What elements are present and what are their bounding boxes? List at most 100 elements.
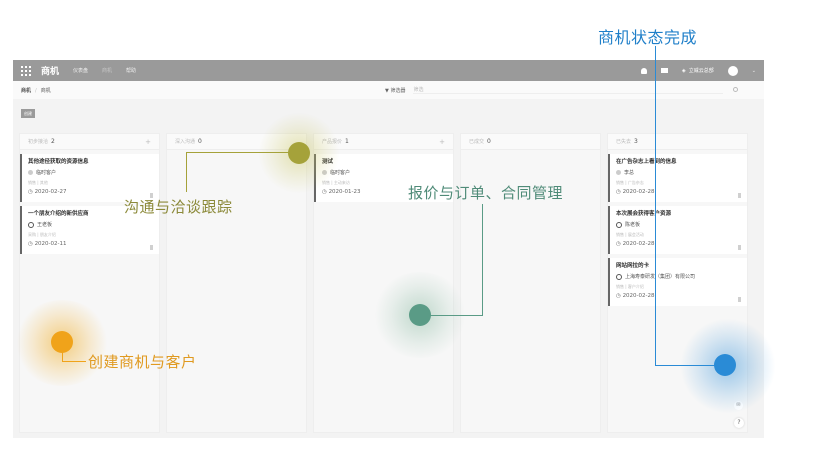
- column-header: 已失去 3: [608, 134, 747, 150]
- card-title: 一个朋友介绍的新供应商: [28, 211, 89, 217]
- column-deep-communication: 深入沟通 0: [166, 133, 307, 433]
- card-customer: 上海寿泰研发（集团）有限公司: [616, 273, 741, 280]
- breadcrumb-current: 商机: [40, 87, 51, 94]
- customer-name: 临时客户: [36, 170, 57, 176]
- card-title: 本次展会获得客户资源: [616, 211, 672, 217]
- column-count: 3: [634, 138, 638, 145]
- opportunity-card[interactable]: 本次展会获得客户资源 陈老板 销售 | 展会活动 2020-02-28: [608, 206, 747, 254]
- olive-connector-v: [186, 152, 187, 192]
- card-date: 2020-02-28: [616, 189, 741, 195]
- avatar[interactable]: [727, 65, 738, 76]
- quotation-callout: 报价与订单、合同管理: [408, 184, 564, 202]
- column-quotation: 产品报价 1 + 测试 临时客户 销售 | 主动来访 2020-01-23: [313, 133, 454, 433]
- breadcrumb-root[interactable]: 商机: [21, 87, 32, 94]
- customer-name: 李总: [624, 170, 635, 176]
- column-header: 初步接洽 2 +: [20, 134, 159, 150]
- card-date: 2020-02-27: [28, 189, 153, 195]
- card-customer: 临时客户: [28, 169, 153, 176]
- priority-flag-icon[interactable]: [150, 245, 153, 250]
- app-brand: 商机: [41, 67, 60, 77]
- mail-icon[interactable]: [660, 68, 668, 73]
- opportunity-card[interactable]: 其他途径获取的资源信息 临时客户 销售 | 其他 2020-02-27: [20, 154, 159, 202]
- blue-connector-h: [655, 365, 715, 366]
- priority-flag-icon[interactable]: [150, 193, 153, 198]
- card-date: 2020-02-28: [616, 241, 741, 247]
- tab-dashboard[interactable]: 仪表盘: [73, 68, 89, 74]
- tab-help[interactable]: 帮助: [126, 68, 137, 74]
- breadcrumb: 商机/商机: [21, 87, 51, 94]
- olive-connector-h: [186, 152, 290, 153]
- help-button[interactable]: ?: [734, 418, 744, 428]
- add-card-button[interactable]: +: [145, 137, 151, 146]
- control-bar: 商机/商机 ▼ 筛选器 筛选: [13, 81, 764, 99]
- column-name: 已失去: [616, 139, 632, 145]
- card-tags: 销售 | 客户介绍: [616, 284, 644, 289]
- organization-icon: [28, 221, 34, 228]
- card-customer: 陈老板: [616, 221, 741, 228]
- priority-flag-icon[interactable]: [738, 297, 741, 302]
- filter-label: 筛选器: [390, 87, 406, 94]
- apps-grid-icon[interactable]: [21, 65, 31, 76]
- breadcrumb-sep: /: [35, 87, 37, 94]
- card-title: 测试: [322, 159, 334, 165]
- create-callout: 创建商机与客户: [88, 353, 197, 371]
- card-tags: 销售 | 其他: [28, 180, 48, 185]
- blue-connector-v: [655, 46, 656, 365]
- filter-input[interactable]: 筛选: [413, 86, 724, 94]
- create-button[interactable]: 创建: [21, 109, 35, 118]
- opportunity-card[interactable]: 测试 临时客户 销售 | 主动来访 2020-01-23: [314, 154, 453, 202]
- priority-flag-icon[interactable]: [738, 193, 741, 198]
- card-title: 网站网拉的卡: [616, 263, 650, 269]
- column-header: 已成交 0: [461, 134, 600, 150]
- customer-name: 王老板: [37, 222, 53, 228]
- company-switcher[interactable]: ◈ 立威云总部: [682, 67, 714, 75]
- organization-icon: [616, 221, 622, 228]
- nav-right: ◈ 立威云总部 ⌄: [640, 65, 756, 76]
- tab-opportunities[interactable]: 商机: [102, 68, 113, 74]
- top-nav-bar: 商机 仪表盘 商机 帮助 ◈ 立威云总部 ⌄: [13, 60, 764, 81]
- chevron-down-icon[interactable]: ⌄: [751, 67, 756, 74]
- card-tags: 销售 | 广告杂志: [616, 180, 644, 185]
- opportunity-card[interactable]: 一个朋友介绍的新供应商 王老板 采购 | 朋友介绍 2020-02-11: [20, 206, 159, 254]
- column-header: 产品报价 1 +: [314, 134, 453, 150]
- person-icon: [28, 170, 33, 175]
- filter-button[interactable]: ▼ 筛选器: [385, 87, 406, 94]
- search-icon[interactable]: [733, 87, 738, 92]
- green-connector-h: [426, 315, 483, 316]
- card-date: 2020-02-11: [28, 241, 153, 247]
- column-count: 2: [51, 138, 55, 145]
- priority-flag-icon[interactable]: [738, 245, 741, 250]
- customer-name: 上海寿泰研发（集团）有限公司: [625, 274, 696, 280]
- column-initial-contact: 初步接洽 2 + 其他途径获取的资源信息 临时客户 销售 | 其他 2020-0…: [19, 133, 160, 433]
- column-name: 初步接洽: [28, 139, 49, 145]
- card-tags: 销售 | 展会活动: [616, 232, 644, 237]
- card-customer: 李总: [616, 169, 741, 176]
- card-title: 在广告杂志上看到的信息: [616, 159, 677, 165]
- column-count: 0: [198, 138, 202, 145]
- kanban-board: 初步接洽 2 + 其他途径获取的资源信息 临时客户 销售 | 其他 2020-0…: [19, 133, 748, 433]
- add-card-button[interactable]: +: [439, 137, 445, 146]
- orange-connector-h: [62, 361, 86, 362]
- opportunity-card[interactable]: 在广告杂志上看到的信息 李总 销售 | 广告杂志 2020-02-28: [608, 154, 747, 202]
- column-lost: 已失去 3 在广告杂志上看到的信息 李总 销售 | 广告杂志 2020-02-2…: [607, 133, 748, 433]
- communication-callout: 沟通与洽谈跟踪: [124, 198, 233, 216]
- bell-icon[interactable]: [640, 67, 647, 74]
- column-header: 深入沟通 0: [167, 134, 306, 150]
- green-connector-v: [482, 204, 483, 315]
- column-name: 深入沟通: [175, 139, 196, 145]
- opportunity-card[interactable]: 网站网拉的卡 上海寿泰研发（集团）有限公司 销售 | 客户介绍 2020-02-…: [608, 258, 747, 306]
- column-name: 产品报价: [322, 139, 343, 145]
- card-title: 其他途径获取的资源信息: [28, 159, 89, 165]
- chat-icon[interactable]: ✉: [734, 401, 743, 410]
- person-icon: [322, 170, 327, 175]
- card-tags: 销售 | 主动来访: [322, 180, 350, 185]
- blue-dot: [714, 354, 736, 376]
- app-window: 商机 仪表盘 商机 帮助 ◈ 立威云总部 ⌄ 商机/商机 ▼ 筛选器 筛选: [13, 60, 764, 438]
- customer-name: 陈老板: [625, 222, 641, 228]
- orange-dot: [51, 331, 73, 353]
- card-date: 2020-01-23: [322, 189, 447, 195]
- column-count: 1: [345, 138, 349, 145]
- status-complete-callout: 商机状态完成: [598, 28, 698, 47]
- column-won: 已成交 0: [460, 133, 601, 433]
